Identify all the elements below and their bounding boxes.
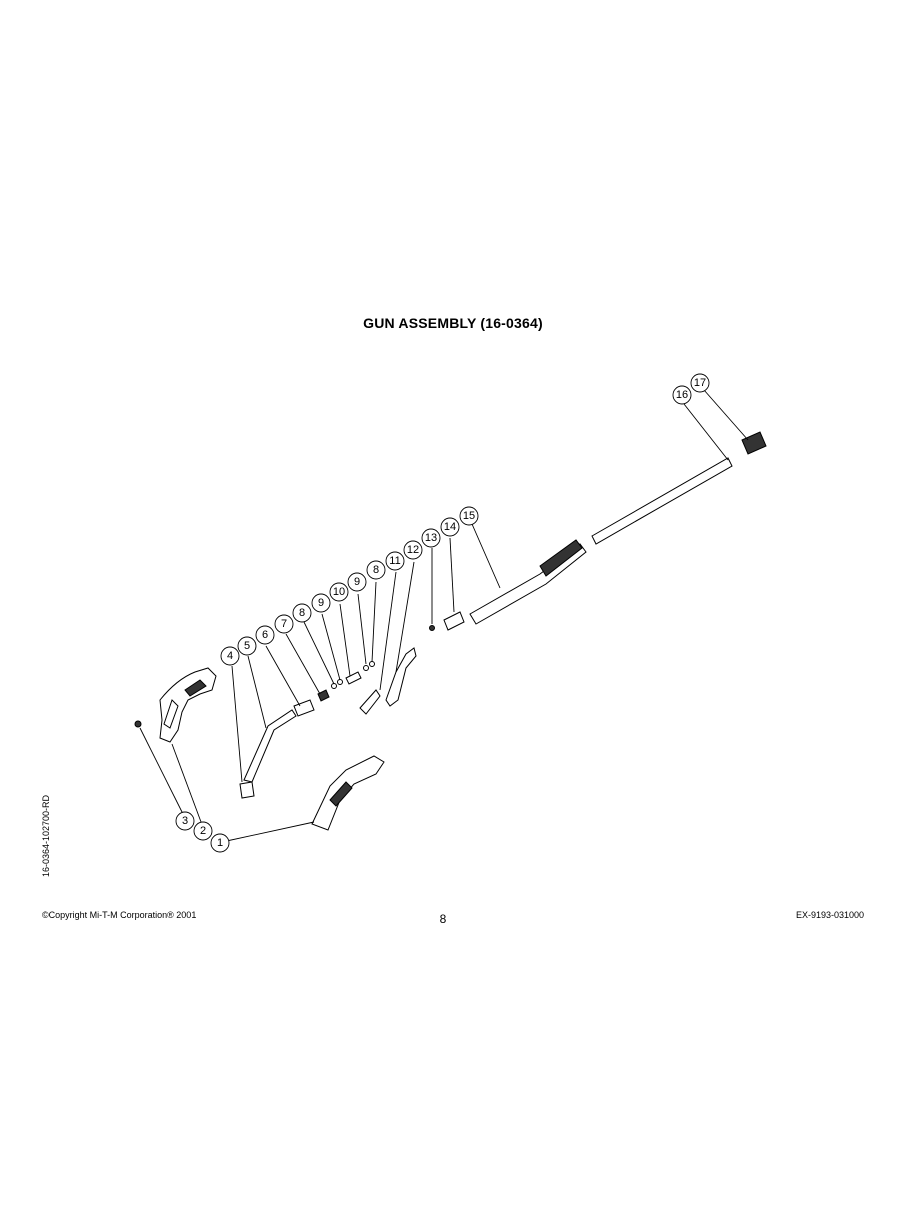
callout-9b: 9 — [347, 572, 367, 592]
svg-text:14: 14 — [444, 521, 456, 533]
callout-8b: 8 — [366, 560, 386, 580]
lance-tube-part — [591, 457, 733, 545]
bent-tube-part — [243, 709, 297, 783]
svg-text:12: 12 — [407, 544, 419, 556]
callout-2: 2 — [193, 821, 213, 841]
callout-13: 13 — [421, 528, 441, 548]
svg-text:9: 9 — [354, 576, 360, 588]
gun-housing-part — [159, 667, 217, 743]
svg-text:11: 11 — [389, 555, 400, 567]
callout-11: 11 — [385, 551, 405, 571]
svg-text:4: 4 — [227, 650, 233, 662]
callout-5: 5 — [237, 636, 257, 656]
callout-7: 7 — [274, 614, 294, 634]
callout-15: 15 — [459, 506, 479, 526]
callout-3: 3 — [175, 811, 195, 831]
small-o-ring-part — [429, 625, 435, 631]
insulated-grip-part — [469, 539, 587, 625]
svg-text:3: 3 — [182, 815, 188, 827]
svg-text:17: 17 — [694, 377, 706, 389]
copyright-notice: ©Copyright Mi-T-M Corporation® 2001 — [42, 910, 197, 920]
callout-9: 9 — [311, 593, 331, 613]
drawing-code: 16-0364-102700-RD — [41, 794, 51, 878]
svg-text:1: 1 — [217, 837, 223, 849]
svg-text:2: 2 — [200, 825, 206, 837]
nozzle-part — [741, 431, 767, 455]
leader-lines — [139, 389, 749, 843]
svg-text:8: 8 — [299, 607, 305, 619]
trigger-part — [359, 689, 381, 715]
svg-text:10: 10 — [333, 586, 345, 598]
callout-16: 16 — [672, 385, 692, 405]
callout-4: 4 — [220, 646, 240, 666]
svg-text:6: 6 — [262, 629, 268, 641]
callout-10: 10 — [329, 582, 349, 602]
svg-text:15: 15 — [463, 510, 475, 522]
svg-text:13: 13 — [425, 532, 437, 544]
screw-part — [134, 720, 142, 728]
callout-14: 14 — [440, 517, 460, 537]
svg-text:9: 9 — [318, 597, 324, 609]
adapter-part — [443, 611, 465, 631]
trigger-lever-part — [385, 647, 417, 707]
spring-part — [317, 689, 330, 702]
valve-body-part — [293, 699, 315, 717]
page-number: 8 — [439, 912, 447, 926]
inlet-nut-part — [239, 781, 255, 799]
document-code: EX-9193-031000 — [795, 910, 864, 920]
svg-text:8: 8 — [373, 564, 379, 576]
svg-text:7: 7 — [281, 618, 287, 630]
callout-8: 8 — [292, 603, 312, 623]
svg-text:5: 5 — [244, 640, 250, 652]
callout-12: 12 — [403, 540, 423, 560]
valve-stem-part — [345, 671, 362, 685]
callout-1: 1 — [210, 833, 230, 853]
callout-17: 17 — [690, 373, 710, 393]
page-title: GUN ASSEMBLY (16-0364) — [363, 315, 543, 331]
trigger-guard-part — [311, 755, 385, 831]
callout-6: 6 — [255, 625, 275, 645]
svg-text:16: 16 — [676, 389, 688, 401]
